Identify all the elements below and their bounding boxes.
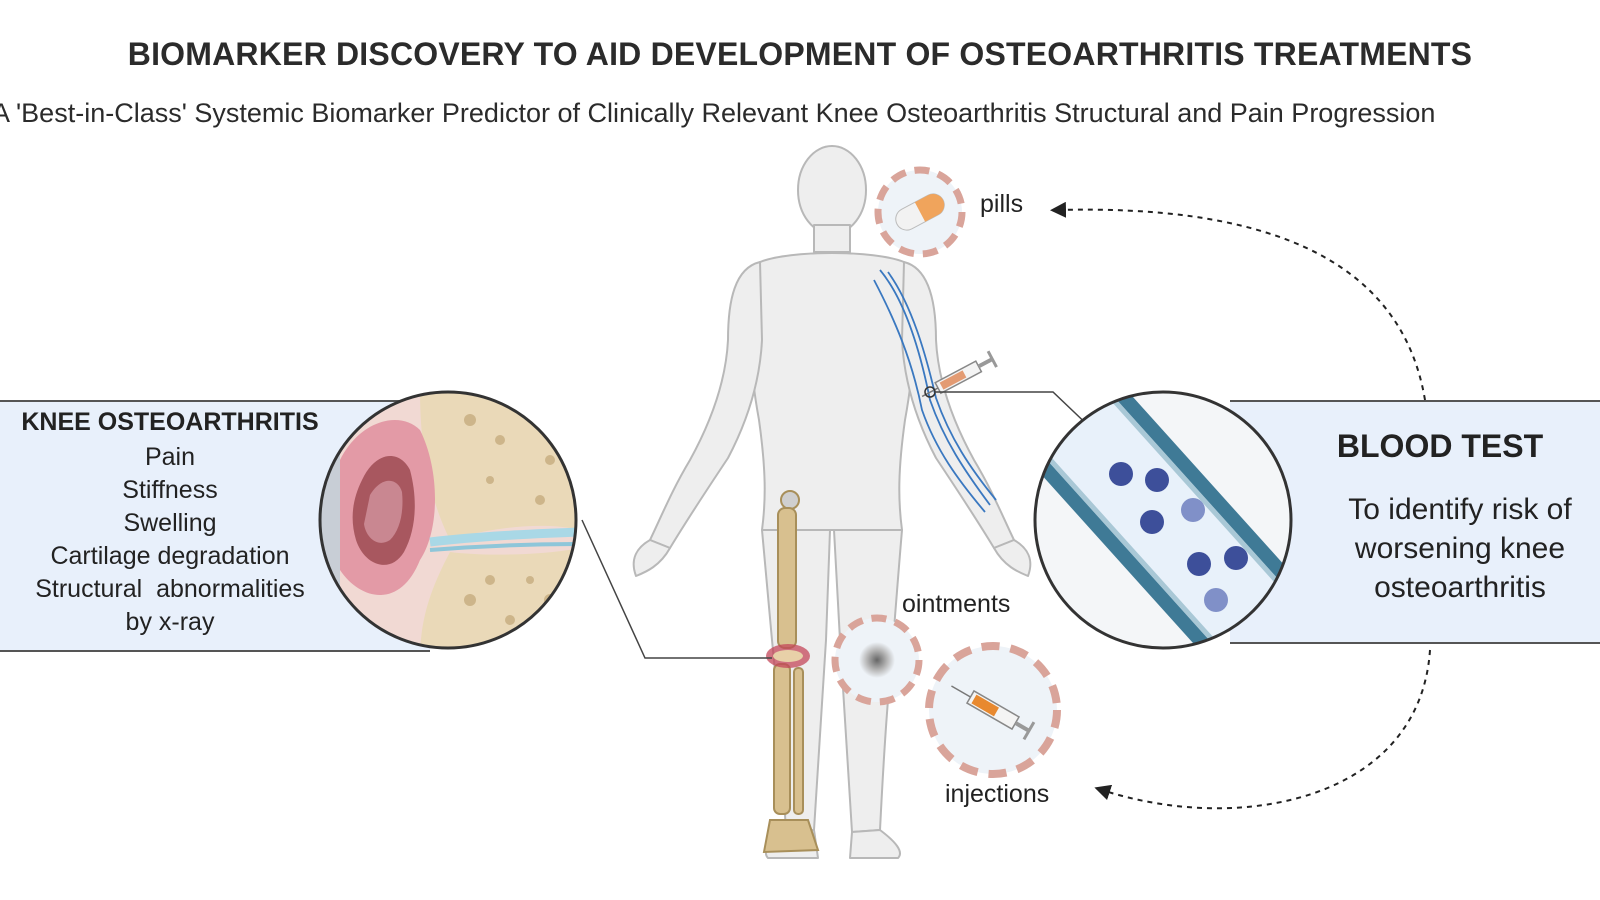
ointment-icon [859,642,895,678]
pills-treatment-circle [874,166,966,258]
blood-cells [1109,462,1248,612]
inflamed-knee-joint [766,644,810,668]
blood-draw-syringe-icon [921,350,998,398]
ointments-label: ointments [902,590,1011,618]
knee-panel-heading: KNEE OSTEOARTHRITIS [21,408,319,436]
symptom-item: by x-ray [125,608,215,636]
pill-capsule-icon [895,193,945,231]
pills-label: pills [980,190,1024,218]
blood-panel-heading: BLOOD TEST [1336,428,1544,464]
injection-syringe-icon [951,685,1036,741]
description-line: worsening knee [1354,532,1566,565]
ointments-treatment-circle [831,614,923,706]
symptom-item: Stiffness [122,476,218,504]
knee-panel-text: KNEE OSTEOARTHRITIS Pain Stiffness Swell… [0,408,340,639]
diagram-title: BIOMARKER DISCOVERY TO AID DEVELOPMENT O… [127,36,1473,72]
arrow-to-injections [1094,649,1431,810]
injections-treatment-circle [925,642,1061,778]
arrow-to-pills [1050,201,1426,401]
knee-connector-line [581,519,772,659]
symptom-item: Cartilage degradation [50,542,290,570]
arm-veins-illustration [873,269,997,513]
description-line: osteoarthritis [1374,571,1546,604]
symptom-item: Structural abnormalities [35,575,305,603]
symptom-item: Pain [144,443,196,471]
blood-connector-line [935,391,1096,433]
blood-vessel-magnifier-circle [1035,392,1291,648]
description-line: To identify risk of [1348,493,1572,526]
diagram-subtitle: A 'Best-in-Class' Systemic Biomarker Pre… [0,98,1436,128]
injections-label: injections [945,780,1050,808]
symptom-item: Swelling [123,509,217,537]
knee-magnifier-circle [320,392,576,648]
blood-panel-description: To identify risk of worsening knee osteo… [1310,490,1600,607]
